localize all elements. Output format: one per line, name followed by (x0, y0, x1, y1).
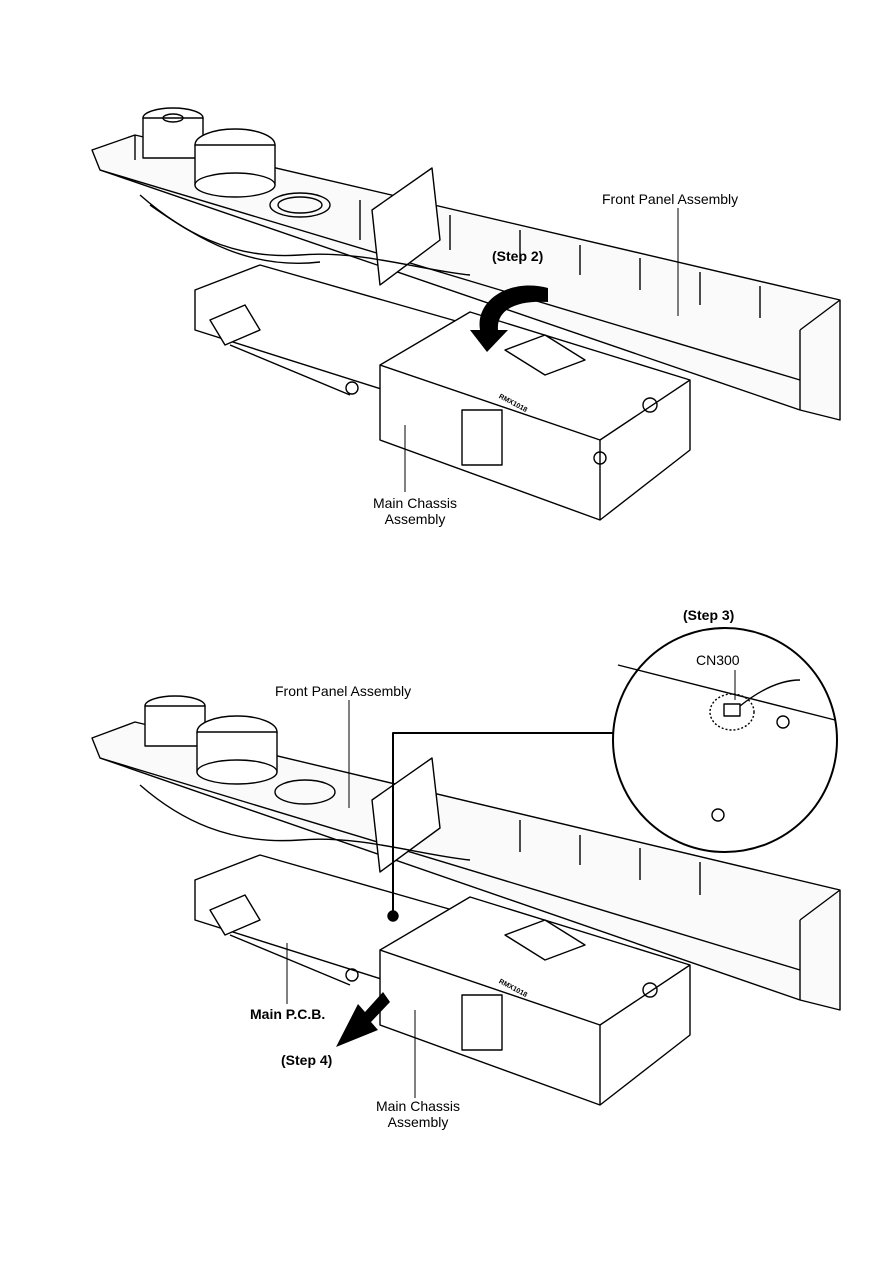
step2-arrow (470, 285, 548, 352)
front-panel-assembly-tray-fig2 (91, 721, 841, 1011)
main-chassis-label-line2: Assembly (384, 511, 446, 527)
speakers-fig2 (144, 695, 336, 805)
main-chassis-label-line1: Main Chassis (372, 495, 458, 511)
front-panel-assembly-label-fig2: Front Panel Assembly (275, 683, 412, 699)
main-chassis-assembly-label-fig2: Main Chassis Assembly (363, 1098, 473, 1130)
step3-label: (Step 3) (683, 607, 735, 623)
step4-label: (Step 4) (281, 1052, 333, 1068)
cn300-label: CN300 (696, 652, 740, 668)
speaker-left (142, 107, 204, 159)
step2-label: (Step 2) (492, 248, 544, 264)
step4-arrow (336, 992, 390, 1047)
main-pcb-label: Main P.C.B. (250, 1006, 326, 1022)
main-chassis-label-line2-fig2: Assembly (387, 1114, 449, 1130)
cn300-detail-callout (612, 627, 838, 853)
main-chassis-label-line1-fig2: Main Chassis (375, 1098, 461, 1114)
main-chassis-assembly-label-fig1: Main Chassis Assembly (360, 495, 470, 527)
main-chassis-assembly-figure1 (379, 311, 691, 521)
speaker-right (194, 128, 331, 218)
front-panel-assembly-label-fig1: Front Panel Assembly (602, 191, 739, 207)
main-chassis-assembly-figure2 (379, 896, 691, 1106)
